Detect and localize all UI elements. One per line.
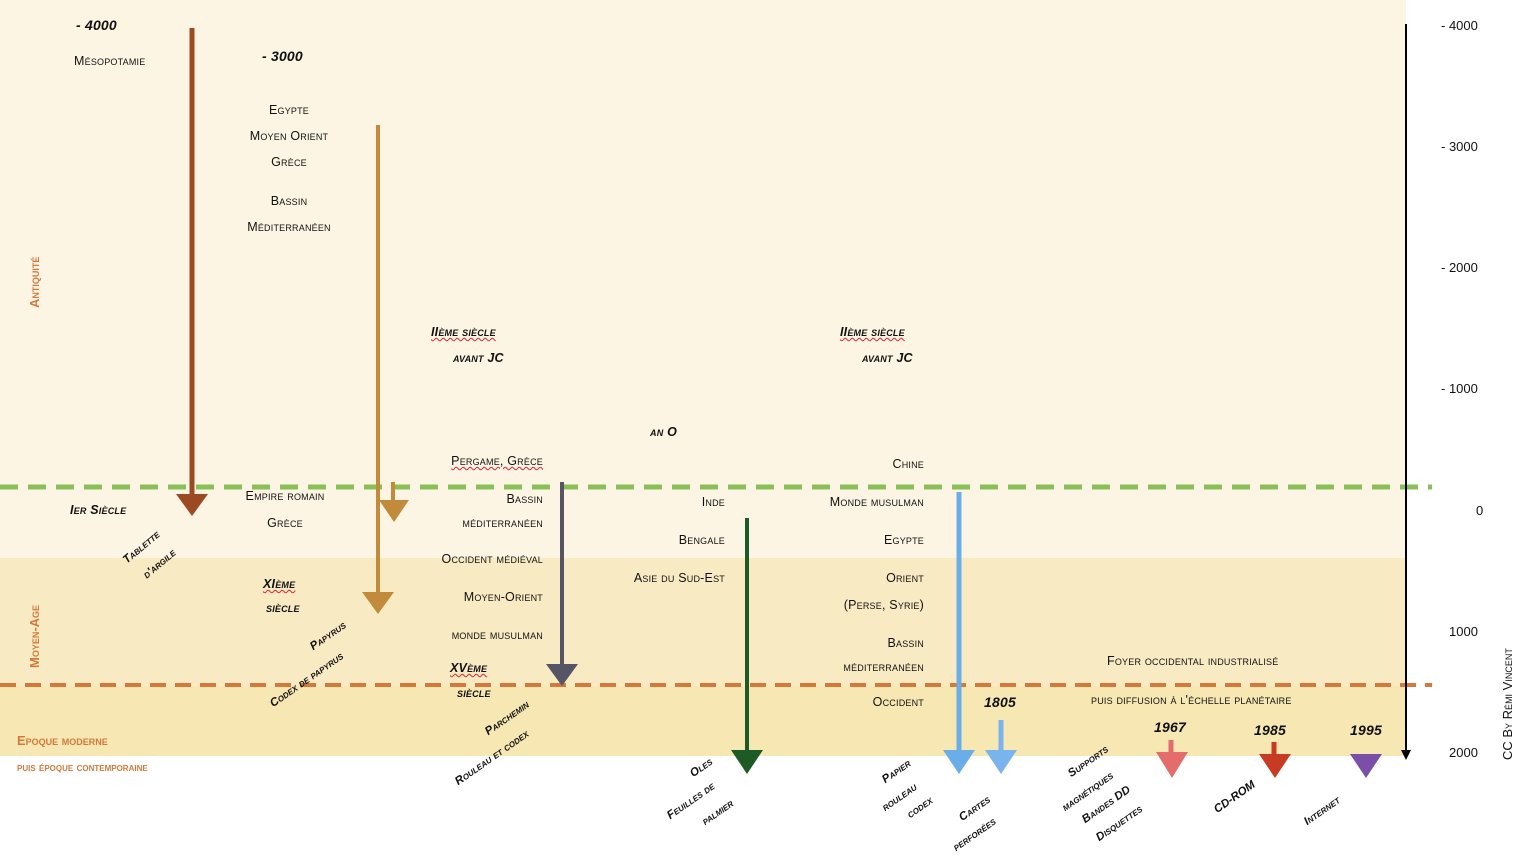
axis-tick: - 1000 bbox=[1441, 381, 1478, 396]
col5-region: Orient bbox=[886, 571, 924, 585]
col5-region: Chine bbox=[892, 457, 924, 471]
col3-region: Bassin bbox=[506, 492, 543, 506]
col4-region: Bengale bbox=[678, 533, 725, 547]
col3-date-line2: siècle bbox=[457, 686, 491, 700]
col8-year: 1985 bbox=[1254, 722, 1286, 738]
cdrom-arrow bbox=[1259, 742, 1291, 778]
col3-date-line1: XVème bbox=[450, 661, 488, 675]
papier-arrow bbox=[943, 492, 975, 774]
col1-region: Mésopotamie bbox=[74, 54, 146, 68]
era-contemporaine: puis époque contemporaine bbox=[17, 760, 148, 774]
axis-tick: 0 bbox=[1476, 503, 1484, 518]
col3-region: méditerranéen bbox=[462, 516, 543, 530]
col3-start-line2: avant JC bbox=[453, 351, 504, 365]
col9-year: 1995 bbox=[1350, 722, 1382, 738]
col3-start-line1: IIème siècle bbox=[431, 325, 496, 339]
col7-foyer: Foyer occidental industrialisé bbox=[1107, 654, 1279, 668]
col5-region: (Perse, Syrie) bbox=[843, 598, 924, 612]
tablette-arrow bbox=[176, 28, 208, 516]
internet-arrow bbox=[1350, 754, 1382, 778]
col5-start-line2: avant JC bbox=[862, 351, 913, 365]
col2-region: Méditerranéen bbox=[247, 220, 331, 234]
col7-diffusion: puis diffusion à l'échelle planétaire bbox=[1091, 693, 1292, 707]
col2-region: Egypte bbox=[268, 103, 310, 117]
col4-region: Asie du Sud-Est bbox=[633, 571, 725, 585]
col2-region: Grèce bbox=[271, 155, 307, 169]
axis-tick: 2000 bbox=[1449, 745, 1478, 760]
col2-region: Bassin bbox=[270, 194, 308, 208]
col5-region: Monde musulman bbox=[829, 495, 924, 509]
era-moyen-age: Moyen-Age bbox=[27, 604, 42, 668]
moyen-age-band bbox=[0, 558, 1406, 686]
col1-start-year: - 4000 bbox=[76, 17, 117, 33]
papyrus-arrow bbox=[362, 125, 409, 614]
axis-tick: - 3000 bbox=[1441, 139, 1478, 154]
col3-region: Moyen-Orient bbox=[463, 590, 543, 604]
col2-date-line1: XIème bbox=[263, 577, 296, 591]
col2-mid-region: Grèce bbox=[267, 516, 303, 530]
col3-region: monde musulman bbox=[451, 628, 543, 642]
credit-label: CC By Rémi Vincent bbox=[1500, 648, 1515, 760]
col6-year: 1805 bbox=[984, 694, 1016, 710]
col2-region: Moyen Orient bbox=[249, 129, 329, 143]
col4-region: Inde bbox=[701, 495, 725, 509]
parchemin-arrow bbox=[546, 482, 578, 686]
oles-arrow bbox=[731, 518, 763, 774]
col5-region: Egypte bbox=[883, 533, 924, 547]
cartes-arrow bbox=[985, 720, 1017, 774]
era-antiquite: Antiquité bbox=[27, 256, 42, 308]
col5-region: Occident bbox=[872, 695, 924, 709]
axis-tick: 1000 bbox=[1449, 624, 1478, 639]
axis-tick: - 2000 bbox=[1441, 260, 1478, 275]
col2-start-year: - 3000 bbox=[262, 48, 303, 64]
col5-region: méditerranéen bbox=[843, 660, 924, 674]
col2-mid-region: Empire romain bbox=[245, 489, 325, 503]
col4-start: an O bbox=[650, 425, 677, 439]
col5-region: Bassin bbox=[887, 636, 924, 650]
antiquite-band bbox=[0, 0, 1406, 558]
magnetique-arrow bbox=[1156, 740, 1188, 778]
col1-date: Ier Siècle bbox=[70, 503, 127, 517]
era-moderne: Epoque moderne bbox=[17, 733, 108, 748]
time-axis-arrowhead bbox=[1401, 750, 1411, 760]
col3-region: Occident médiéval bbox=[441, 552, 543, 566]
axis-tick: - 4000 bbox=[1441, 18, 1478, 33]
col3-region: Pergame, Grèce bbox=[451, 454, 543, 468]
col2-date-line2: siècle bbox=[266, 601, 300, 615]
col7-year: 1967 bbox=[1154, 719, 1186, 735]
col5-start-line1: IIème siècle bbox=[840, 325, 905, 339]
